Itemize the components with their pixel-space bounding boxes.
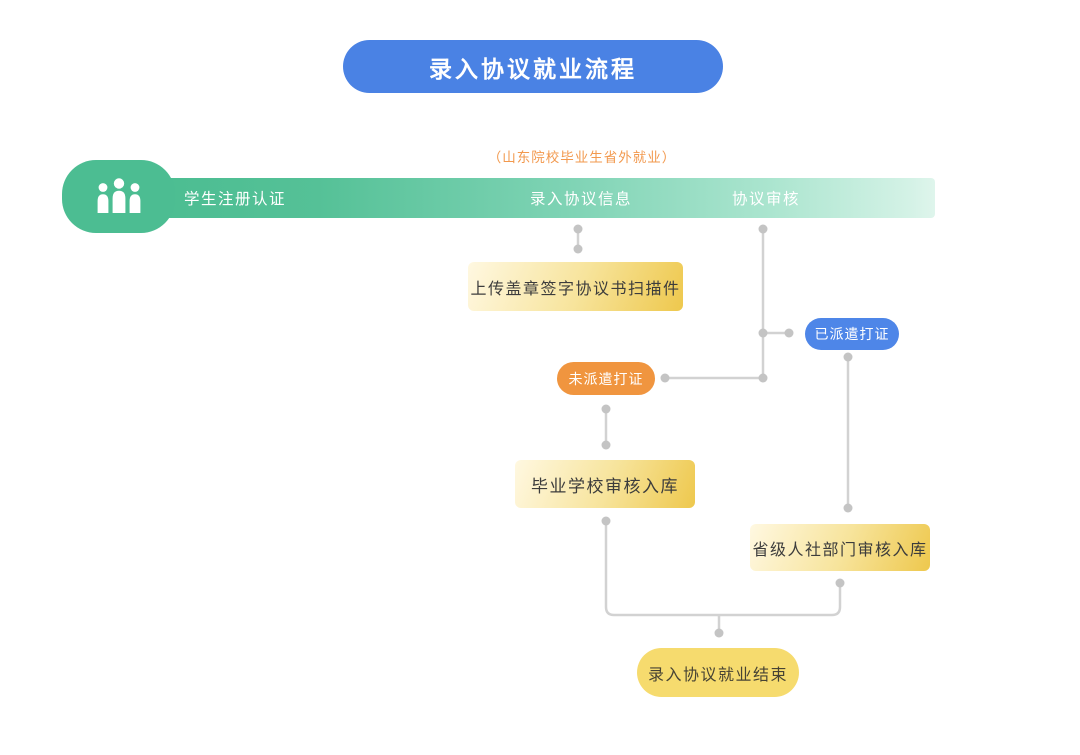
end-pill: 录入协议就业结束 <box>637 648 799 697</box>
flow-title-pill: 录入协议就业流程 <box>343 40 723 93</box>
flow-subtitle: （山东院校毕业生省外就业） <box>487 150 677 165</box>
stage-bar-cap <box>62 160 175 233</box>
not-dispatched-pill: 未派遣打证 <box>557 362 655 395</box>
school-review-box: 毕业学校审核入库 <box>515 460 695 508</box>
stage-label-student-registration: 学生注册认证 <box>183 191 287 208</box>
provincial-review-box: 省级人社部门审核入库 <box>750 524 930 571</box>
stage-label-enter-agreement-info: 录入协议信息 <box>529 191 633 208</box>
upload-scan-box: 上传盖章签字协议书扫描件 <box>468 262 683 311</box>
stage-label-agreement-review: 协议审核 <box>731 191 801 208</box>
people-group-icon <box>97 177 140 213</box>
dispatched-pill: 已派遣打证 <box>805 318 899 350</box>
stage-bar <box>112 178 935 218</box>
flow-title: 录入协议就业流程 <box>429 55 637 82</box>
